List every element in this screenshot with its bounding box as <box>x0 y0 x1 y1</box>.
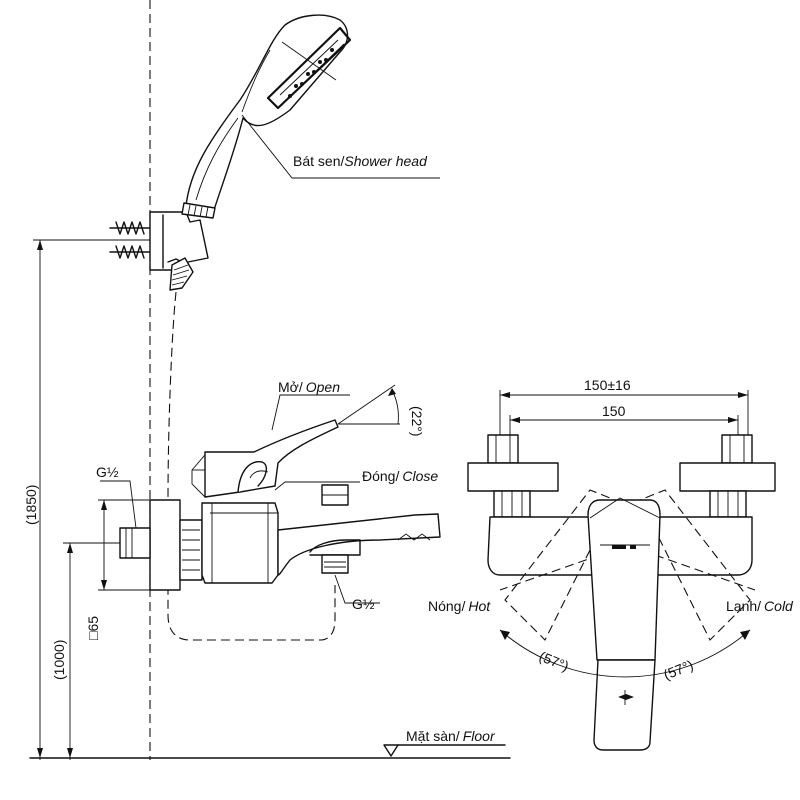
wall-flange <box>119 499 181 591</box>
wall-anchor-top <box>109 221 151 235</box>
mixer-body <box>201 502 279 584</box>
close-leader <box>274 481 360 491</box>
dim-1850 <box>33 239 150 760</box>
dim-1000 <box>63 542 130 760</box>
shower-head-label: Bát sen/Shower head <box>293 153 428 169</box>
shower-outlet <box>321 554 349 574</box>
dim-inner-label: 150 <box>602 403 626 419</box>
thread-left-label: G½ <box>96 464 119 480</box>
lever-front <box>587 497 661 751</box>
shower-hose <box>167 291 336 641</box>
dim-outer-label: 150±16 <box>584 377 631 393</box>
lever-handle <box>191 419 339 499</box>
wall-anchor-bottom <box>109 245 151 259</box>
dim-150-16 <box>499 390 749 440</box>
lever-angle-indicator <box>337 384 400 425</box>
close-label: Đóng/Close <box>362 468 438 484</box>
diverter-knob <box>321 484 349 506</box>
shower-head-leader <box>241 114 440 179</box>
floor-label: Mặt sàn/Floor <box>406 728 496 744</box>
rotation-arc <box>499 629 751 705</box>
lever-rotated-hot <box>499 489 616 641</box>
left-wall-fitting <box>467 434 559 518</box>
floor-symbol <box>383 744 506 757</box>
thread-left-leader <box>100 480 137 529</box>
hand-shower <box>181 14 352 219</box>
hot-label: Nóng/Hot <box>428 598 491 614</box>
open-leader <box>271 394 350 431</box>
thread-right-leader <box>334 574 380 604</box>
right-wall-fitting <box>679 434 776 518</box>
spout <box>277 513 441 576</box>
angle-hot-label: (57°) <box>537 648 571 674</box>
eccentric-nut <box>179 519 203 581</box>
angle-cold-label: (57°) <box>661 657 695 683</box>
shower-face-icon <box>266 26 352 110</box>
dim-150 <box>509 415 739 440</box>
hose-connector <box>169 257 194 291</box>
cold-label: Lạnh/Cold <box>726 598 794 614</box>
dim-square-65 <box>98 499 150 591</box>
height-1850-label: (1850) <box>23 485 39 525</box>
lever-angle-label: (22°) <box>409 406 425 437</box>
thread-right-label: G½ <box>352 596 375 612</box>
open-label: Mở/Open <box>278 379 340 395</box>
height-1000-label: (1000) <box>51 640 67 680</box>
lever-rotated-cold <box>639 489 756 641</box>
square-65-label: □65 <box>85 616 101 640</box>
